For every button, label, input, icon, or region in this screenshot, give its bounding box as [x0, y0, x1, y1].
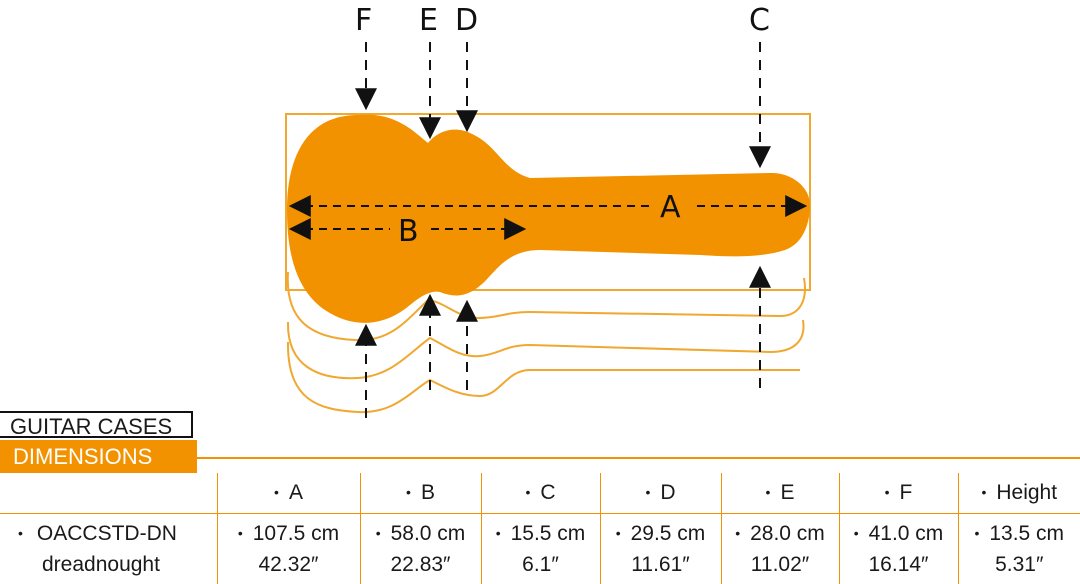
- header-a: •A: [217, 473, 360, 514]
- section-title: GUITAR CASES: [0, 411, 193, 438]
- label-b: B: [398, 214, 419, 249]
- table-header-row: •A •B •C •D •E •F •Height: [0, 473, 1080, 514]
- label-d: D: [455, 3, 478, 38]
- model-cell: •OACCSTD-DN dreadnought: [0, 514, 217, 584]
- dimensions-table: •A •B •C •D •E •F •Height •OACCSTD-DN dr…: [0, 473, 1080, 584]
- model-name: OACCSTD-DN: [37, 522, 177, 545]
- table-top-border: [195, 457, 1080, 473]
- header-f: •F: [839, 473, 958, 514]
- label-e: E: [419, 3, 438, 38]
- model-type: dreadnought: [18, 550, 217, 579]
- header-height: •Height: [958, 473, 1080, 514]
- label-c: C: [749, 3, 770, 38]
- header-c: •C: [481, 473, 600, 514]
- label-f: F: [355, 3, 372, 38]
- header-d: •D: [600, 473, 721, 514]
- guitar-case-shape: [287, 115, 810, 323]
- header-e: •E: [721, 473, 839, 514]
- label-a: A: [660, 190, 681, 225]
- header-b: •B: [360, 473, 481, 514]
- guitar-case-diagram: A B F E D C: [0, 0, 1080, 420]
- header-blank: [0, 473, 217, 514]
- section-subtitle: DIMENSIONS: [0, 440, 197, 473]
